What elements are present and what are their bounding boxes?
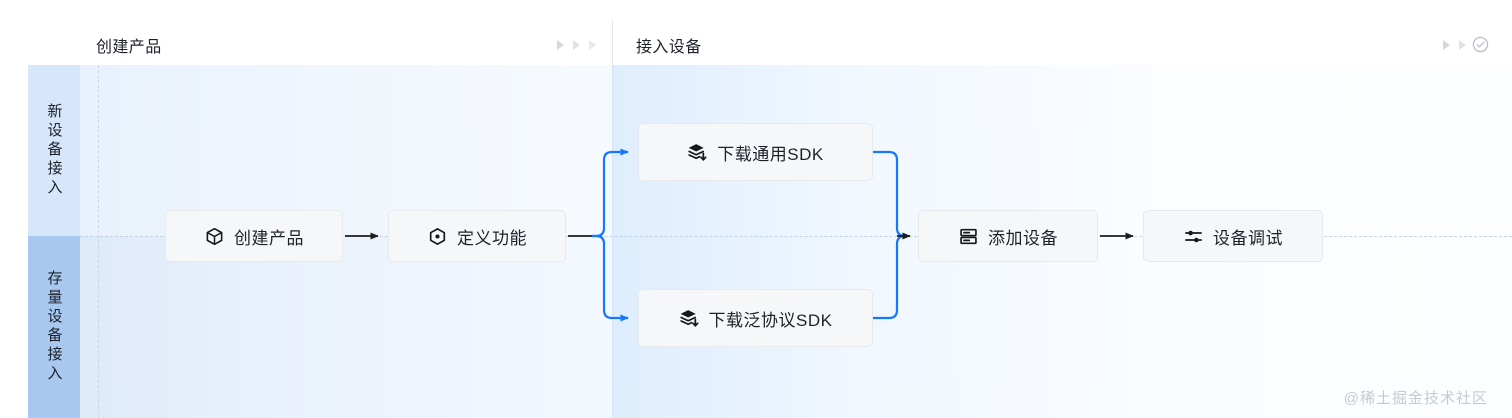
node-label: 下载通用SDK: [717, 144, 824, 164]
node-label: 设备调试: [1213, 228, 1283, 248]
triangle-marker-icon: [1459, 40, 1466, 50]
phase-header-divider: [612, 20, 613, 65]
node-add-device[interactable]: 添加设备: [918, 210, 1098, 262]
layers-download-icon: [687, 142, 707, 162]
triangle-marker-icon: [573, 40, 580, 50]
phase-divider-vertical: [612, 65, 613, 418]
cube-icon: [204, 226, 224, 246]
watermark-text: @稀土掘金技术社区: [1343, 390, 1488, 407]
phase-title-connect-device: 接入设备: [636, 39, 702, 56]
node-label: 下载泛协议SDK: [708, 310, 833, 330]
node-label: 添加设备: [988, 228, 1058, 248]
grid-dashed-line-horizontal: [80, 236, 1512, 237]
server-icon: [958, 226, 978, 246]
layers-download-icon: [679, 308, 699, 328]
node-create-product[interactable]: 创建产品: [165, 210, 343, 262]
triangle-marker-icon: [557, 40, 564, 50]
swimlane-rail-label: 新设备接入: [45, 103, 63, 198]
grid-dashed-line-vertical: [98, 65, 99, 418]
phase-marker-group-2: [1443, 40, 1466, 50]
phase-marker-group-1: [557, 40, 596, 50]
phase-title-create-product: 创建产品: [96, 39, 162, 56]
swimlane-rail-existing-device: 存量设备接入: [28, 236, 80, 418]
triangle-marker-icon: [589, 40, 596, 50]
node-label: 创建产品: [234, 228, 304, 248]
phase-header-bar: 创建产品 接入设备: [0, 0, 1512, 65]
swimlane-rail-new-device: 新设备接入: [28, 65, 80, 236]
node-debug-device[interactable]: 设备调试: [1143, 210, 1323, 262]
hexagon-dot-icon: [427, 226, 447, 246]
check-circle-icon: [1472, 36, 1489, 53]
node-download-general-sdk[interactable]: 下载通用SDK: [638, 123, 873, 181]
node-label: 定义功能: [457, 228, 527, 248]
node-download-protocol-sdk[interactable]: 下载泛协议SDK: [638, 289, 873, 347]
sliders-icon: [1183, 226, 1203, 246]
diagram-body: 新设备接入 存量设备接入: [0, 65, 1512, 418]
node-define-function[interactable]: 定义功能: [388, 210, 566, 262]
triangle-marker-icon: [1443, 40, 1450, 50]
swimlane-rail-label: 存量设备接入: [45, 270, 63, 384]
